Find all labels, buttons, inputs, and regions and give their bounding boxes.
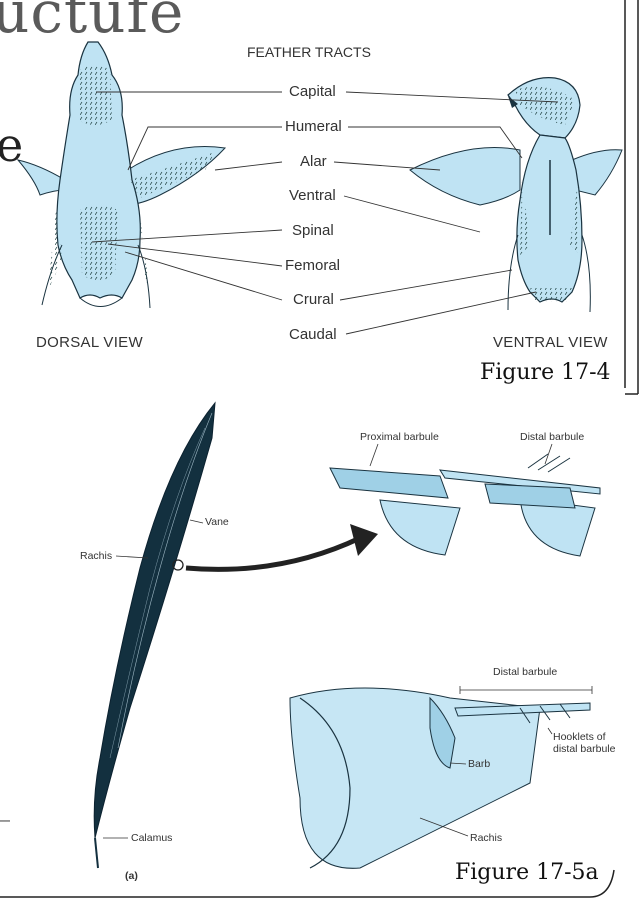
vane-label: Vane <box>205 516 229 528</box>
ventral-bird <box>409 77 623 313</box>
figure-17-5a-caption: Figure 17-5a <box>455 860 599 885</box>
right-leader-lines <box>333 91 559 335</box>
feather-tracts-diagram <box>16 41 623 335</box>
tract-label-spinal: Spinal <box>289 222 337 239</box>
tract-label-crural: Crural <box>290 291 337 308</box>
distal-barbule-label-top: Distal barbule <box>520 431 585 443</box>
proximal-barbule-label: Proximal barbule <box>360 431 439 443</box>
slide-title-letter: e <box>0 118 24 172</box>
tract-label-capital: Capital <box>286 83 339 100</box>
tract-label-femoral: Femoral <box>282 257 344 274</box>
slide-left-mark: — <box>0 812 10 830</box>
dorsal-view-label: DORSAL VIEW <box>36 334 143 351</box>
rachis-cross-section <box>289 686 593 869</box>
slide-title: uctufe <box>0 0 185 46</box>
left-leader-lines <box>91 91 283 301</box>
figure-17-4-caption: Figure 17-4 <box>480 360 611 385</box>
distal-barbule-label-bottom: Distal barbule <box>493 666 558 678</box>
ventral-view-label: VENTRAL VIEW <box>493 334 608 351</box>
barbules-drawing <box>329 453 601 557</box>
barb-label: Barb <box>468 758 491 770</box>
feather-structure-diagram <box>93 401 601 869</box>
calamus-label: Calamus <box>131 832 173 844</box>
hooklets-label: Hooklets of distal barbule <box>553 731 616 755</box>
tract-label-caudal: Caudal <box>286 326 340 343</box>
feather-leader-lines <box>103 443 553 839</box>
rachis-cross-label: Rachis <box>470 832 503 844</box>
rachis-label: Rachis <box>80 550 113 562</box>
tract-label-ventral: Ventral <box>286 187 339 204</box>
panel-label: (a) <box>125 870 138 882</box>
tract-label-humeral: Humeral <box>282 118 345 135</box>
tract-label-alar: Alar <box>297 153 330 170</box>
dorsal-bird <box>16 41 227 309</box>
feather-drawing <box>93 401 378 869</box>
feather-tracts-heading: FEATHER TRACTS <box>247 44 371 60</box>
